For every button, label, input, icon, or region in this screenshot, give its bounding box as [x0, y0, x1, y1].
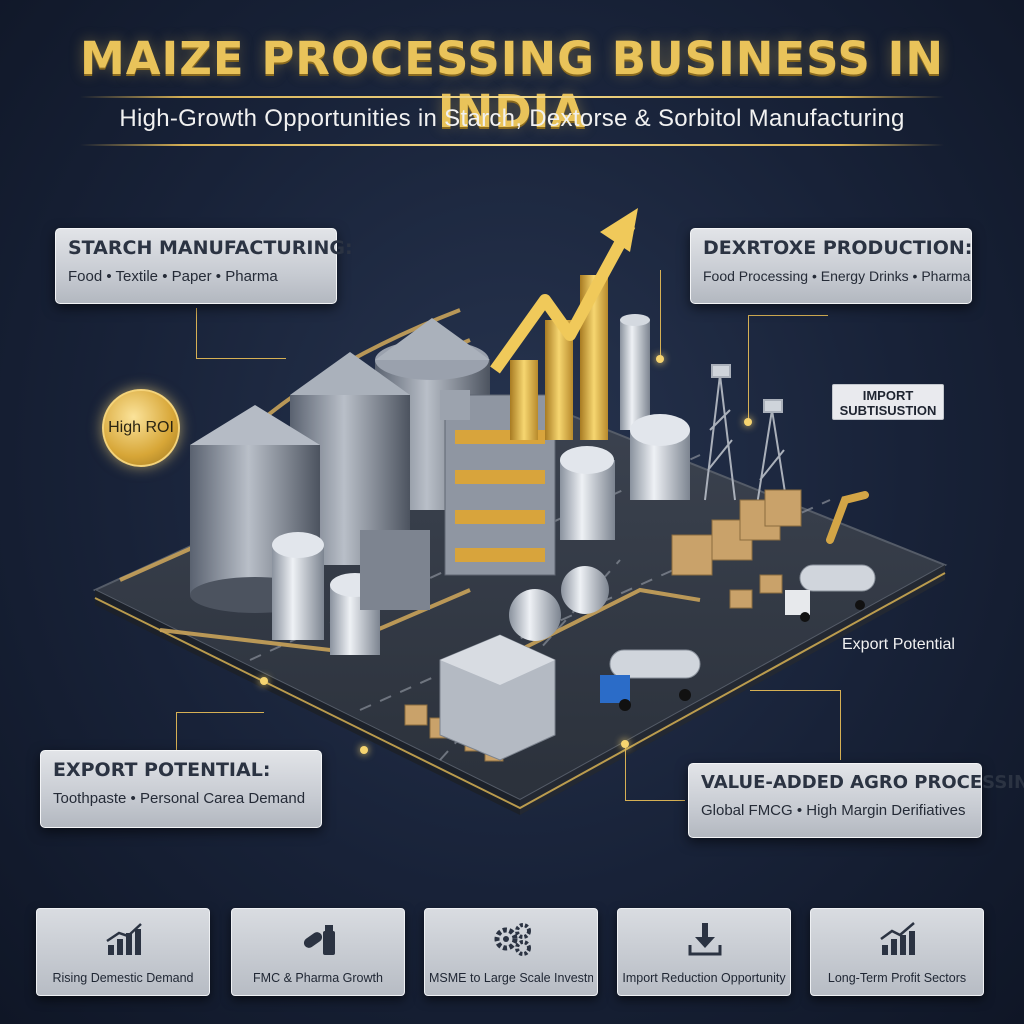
agro-connector-2 — [750, 690, 840, 691]
export-connector-h — [176, 712, 264, 713]
tile-import-reduction: Import Reduction Opportunity — [617, 908, 791, 996]
tile-investment: MSME to Large Scale Investment — [424, 908, 598, 996]
gold-growth-chart — [490, 208, 638, 440]
tank-cluster — [272, 314, 690, 655]
dextrose-connector-h — [748, 315, 828, 316]
export-potential-label: Export Potential — [842, 636, 955, 653]
tile-label: Rising Demestic Demand — [52, 971, 194, 985]
export-connector-v — [176, 712, 177, 752]
starch-connector — [196, 308, 197, 358]
import-badge-line2: SUBTISUSTION — [839, 403, 937, 418]
export-heading: EXPORT POTENTIAL: — [53, 759, 271, 781]
starch-items: Food • Textile • Paper • Pharma — [68, 268, 278, 285]
warehouse-building — [439, 634, 556, 761]
tile-label: Long-Term Profit Sectors — [827, 971, 967, 985]
pill-bottle-icon — [303, 925, 335, 955]
agro-items: Global FMCG • High Margin Derifiatives — [701, 802, 966, 819]
rising-bar-chart-icon — [106, 923, 142, 955]
starch-heading: STARCH MANUFACTURING: — [68, 237, 353, 259]
tile-domestic-demand: Rising Demestic Demand — [36, 908, 210, 996]
agro-callout: VALUE-ADDED AGRO PROCESSING Global FMCG … — [688, 763, 1024, 838]
starch-connector-h — [196, 358, 286, 359]
silo-group — [190, 318, 490, 613]
export-callout: EXPORT POTENTIAL: Toothpaste • Personal … — [40, 750, 322, 828]
agro-connector — [625, 745, 626, 800]
tile-pharma-growth: FMC & Pharma Growth — [231, 908, 405, 996]
arrow-down-tray-icon — [688, 923, 722, 956]
tile-label: Import Reduction Opportunity — [622, 971, 786, 985]
agro-connector-h — [625, 800, 685, 801]
connector-dot — [656, 355, 664, 363]
agro-connector-2v — [840, 690, 841, 760]
page-title: MAIZE PROCESSING BUSINESS IN INDIA — [79, 32, 945, 138]
dextrose-heading: DEXRTOXE PRODUCTION: — [703, 237, 973, 259]
robot-arm — [826, 491, 869, 544]
tanker-trucks — [600, 564, 876, 711]
tile-profit-sectors: Long-Term Profit Sectors — [810, 908, 984, 996]
growth-chart-icon — [880, 922, 915, 955]
dextrose-callout: DEXRTOXE PRODUCTION: Food Processing • E… — [690, 228, 972, 304]
export-items: Toothpaste • Personal Carea Demand — [53, 790, 306, 807]
import-badge-line1: IMPORT — [862, 388, 914, 403]
connector-dot — [260, 677, 268, 685]
title-divider — [80, 96, 944, 98]
dextrose-items: Food Processing • Energy Drinks • Pharma — [703, 268, 971, 284]
connector-dot — [744, 418, 752, 426]
lattice-towers — [704, 364, 788, 506]
tile-label: FMC & Pharma Growth — [253, 971, 383, 985]
agro-heading: VALUE-ADDED AGRO PROCESSING — [701, 772, 1024, 793]
starch-callout: STARCH MANUFACTURING: Food • Textile • P… — [55, 228, 353, 304]
high-roi-badge: High ROI — [102, 389, 180, 467]
page-subtitle: High-Growth Opportunities in Starch, Dex… — [119, 105, 905, 132]
dextrose-connector-v — [748, 315, 749, 425]
gears-icon — [494, 923, 531, 956]
import-substitution-badge: IMPORT SUBTISUSTION — [832, 384, 944, 420]
dextrose-connector — [660, 270, 661, 360]
connector-dot — [621, 740, 629, 748]
tile-label: MSME to Large Scale Investment — [429, 971, 593, 985]
connector-dot — [360, 746, 368, 754]
subtitle-divider — [80, 144, 944, 146]
